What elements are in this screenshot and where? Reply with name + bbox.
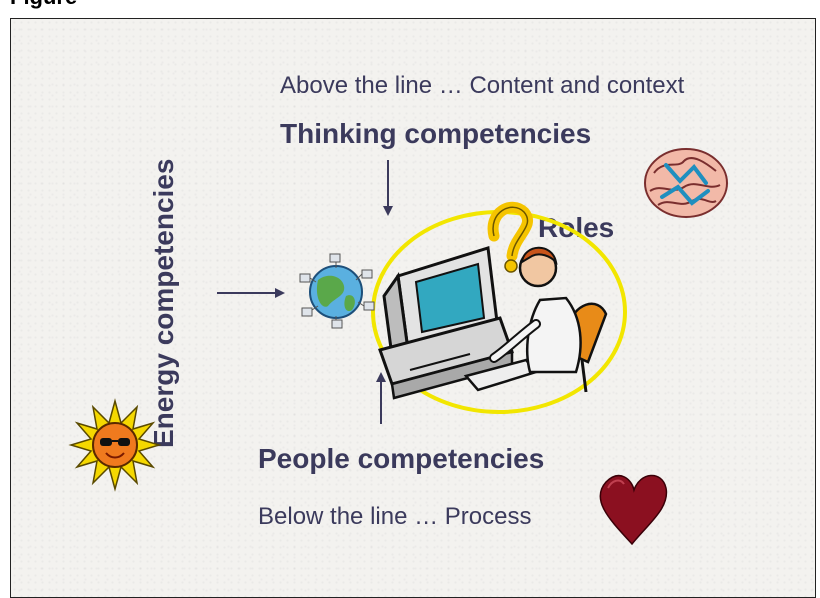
question-mark-icon	[487, 201, 533, 273]
heart-icon	[599, 474, 668, 546]
brain-icon	[644, 148, 728, 218]
sun-icon	[68, 398, 162, 492]
globe-icon	[299, 253, 375, 329]
people-competencies-label: People competencies	[258, 443, 545, 474]
diagram-frame	[10, 18, 816, 598]
above-line-label: Above the line … Content and context	[280, 72, 685, 99]
roles-label: Roles	[538, 212, 615, 243]
thinking-competencies-label: Thinking competencies	[280, 118, 592, 149]
below-line-label: Below the line … Process	[258, 503, 532, 530]
figure-caption: Figure	[10, 0, 77, 10]
computer-user-icon	[378, 246, 608, 400]
